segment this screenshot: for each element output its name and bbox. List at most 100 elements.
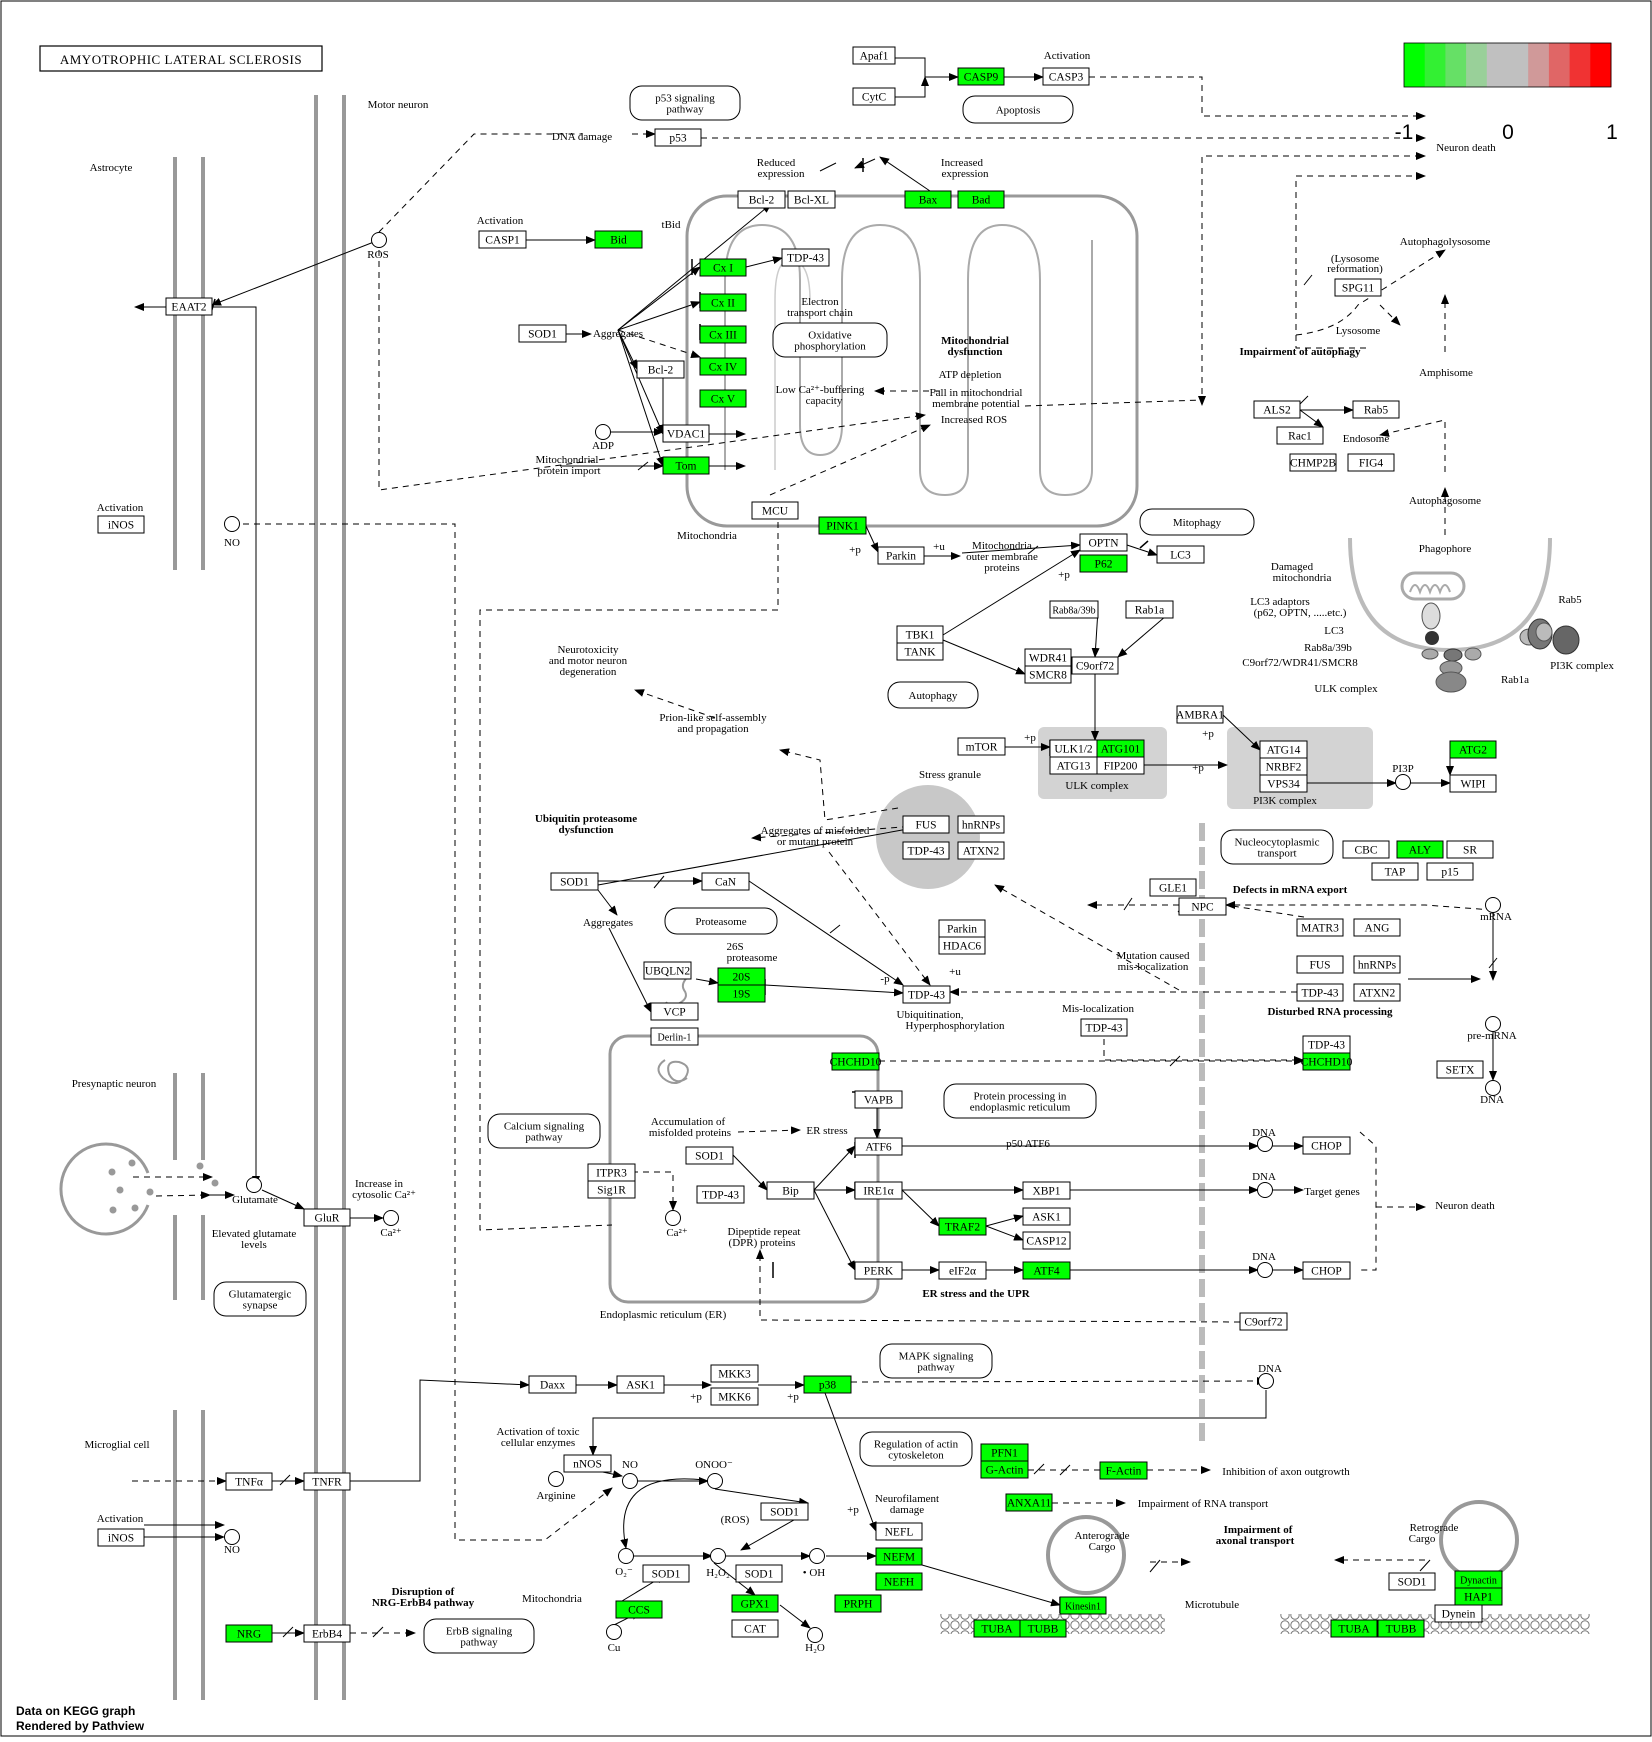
gene-setx[interactable]: SETX xyxy=(1436,1060,1484,1079)
gene-box[interactable] xyxy=(980,1460,1029,1479)
gene-box[interactable] xyxy=(902,815,950,834)
gene-box[interactable] xyxy=(938,1217,987,1236)
gene-box[interactable] xyxy=(938,936,986,955)
gene-tdp43b[interactable]: TDP-43 xyxy=(902,841,950,860)
gene-box[interactable] xyxy=(735,1564,783,1583)
gene-box[interactable] xyxy=(1334,278,1382,297)
gene-box[interactable] xyxy=(834,1594,882,1613)
gene-box[interactable] xyxy=(896,642,944,661)
gene-box[interactable] xyxy=(1330,1619,1378,1638)
gene-bcl2b[interactable]: Bcl-2 xyxy=(636,360,685,379)
gene-tap[interactable]: TAP xyxy=(1371,862,1419,881)
gene-sod1a[interactable]: SOD1 xyxy=(518,324,567,343)
pathway-link-box[interactable] xyxy=(213,1281,307,1317)
gene-box[interactable] xyxy=(957,67,1005,86)
gene-box[interactable] xyxy=(877,546,925,565)
gene-spg11[interactable]: SPG11 xyxy=(1334,278,1382,297)
gene-atf4[interactable]: ATF4 xyxy=(1022,1261,1071,1280)
gene-eaat2[interactable]: EAAT2 xyxy=(165,297,213,316)
gene-eif2a[interactable]: eIF2α xyxy=(938,1261,987,1280)
compound-o2[interactable] xyxy=(618,1548,634,1564)
gene-daxx[interactable]: Daxx xyxy=(528,1375,577,1394)
pathway-link-box[interactable] xyxy=(1139,508,1255,536)
gene-casp12[interactable]: CASP12 xyxy=(1022,1231,1071,1250)
compound-mrna[interactable] xyxy=(1485,897,1501,913)
gene-box[interactable] xyxy=(731,1594,779,1613)
gene-box[interactable] xyxy=(1434,1604,1483,1623)
gene-parkin1[interactable]: Parkin xyxy=(877,546,925,565)
gene-box[interactable] xyxy=(854,1181,903,1200)
gene-bclxl[interactable]: Bcl-XL xyxy=(787,190,836,209)
gene-sod1b[interactable]: SOD1 xyxy=(550,872,599,891)
gene-nefh[interactable]: NEFH xyxy=(875,1572,923,1591)
gene-box[interactable] xyxy=(766,1181,815,1200)
gene-dynactin[interactable]: Dynactin xyxy=(1454,1570,1503,1589)
pathway-link-box[interactable] xyxy=(879,1343,993,1379)
gene-nrbf2[interactable]: NRBF2 xyxy=(1259,757,1308,776)
gene-box[interactable] xyxy=(902,841,950,860)
gene-tdp43g[interactable]: TDP-43 xyxy=(696,1185,745,1204)
gene-box[interactable] xyxy=(1449,774,1497,793)
gene-pfn1[interactable]: PFN1 xyxy=(980,1443,1029,1462)
gene-matr3[interactable]: MATR3 xyxy=(1296,918,1344,937)
gene-box[interactable] xyxy=(1296,955,1344,974)
gene-nefl[interactable]: NEFL xyxy=(875,1522,923,1541)
gene-cytc[interactable]: CytC xyxy=(852,87,896,106)
gene-box[interactable] xyxy=(1059,1596,1107,1615)
gene-box[interactable] xyxy=(710,1364,759,1383)
pathway-link-box[interactable] xyxy=(1220,829,1334,865)
pathway-link[interactable]: Autophagy xyxy=(887,681,979,709)
compound-no1[interactable] xyxy=(224,516,240,532)
gene-factin[interactable]: F-Actin xyxy=(1099,1461,1148,1480)
compound-no3[interactable] xyxy=(224,1529,240,1545)
gene-chmp2b[interactable]: CHMP2B xyxy=(1289,453,1337,472)
gene-nnos[interactable]: nNOS xyxy=(563,1454,612,1473)
gene-box[interactable] xyxy=(696,1185,745,1204)
gene-perk[interactable]: PERK xyxy=(854,1261,903,1280)
compound-dna5[interactable] xyxy=(1258,1373,1274,1389)
gene-inos1[interactable]: iNOS xyxy=(97,515,145,534)
gene-box[interactable] xyxy=(957,737,1006,756)
gene-box[interactable] xyxy=(1080,1018,1128,1037)
gene-cx3[interactable]: Cx III xyxy=(699,325,747,344)
gene-tuba2[interactable]: TUBA xyxy=(1330,1619,1378,1638)
gene-box[interactable] xyxy=(1371,862,1419,881)
gene-box[interactable] xyxy=(957,815,1005,834)
gene-hnrnps1[interactable]: hnRNPs xyxy=(957,815,1005,834)
gene-pink1[interactable]: PINK1 xyxy=(818,516,867,535)
pathway-link-box[interactable] xyxy=(629,85,741,121)
gene-gactin[interactable]: G-Actin xyxy=(980,1460,1029,1479)
gene-s20[interactable]: 20S xyxy=(717,967,766,986)
gene-box[interactable] xyxy=(518,324,567,343)
gene-atg101[interactable]: ATG101 xyxy=(1096,739,1145,758)
gene-sig1r[interactable]: Sig1R xyxy=(587,1180,636,1199)
gene-itpr3[interactable]: ITPR3 xyxy=(587,1163,636,1182)
gene-tdp43c[interactable]: TDP-43 xyxy=(1296,983,1344,1002)
gene-box[interactable] xyxy=(1388,1572,1436,1591)
gene-als2[interactable]: ALS2 xyxy=(1253,400,1301,419)
compound-ros[interactable] xyxy=(371,232,387,248)
gene-tdp43f[interactable]: TDP-43 xyxy=(1302,1035,1351,1054)
gene-ask1a[interactable]: ASK1 xyxy=(1022,1207,1071,1226)
gene-vdac1[interactable]: VDAC1 xyxy=(662,424,710,443)
gene-fig4[interactable]: FIG4 xyxy=(1347,453,1395,472)
gene-bcl2a[interactable]: Bcl-2 xyxy=(737,190,786,209)
gene-box[interactable] xyxy=(303,1208,351,1227)
gene-sod1e[interactable]: SOD1 xyxy=(642,1564,690,1583)
gene-sod1g[interactable]: SOD1 xyxy=(1388,1572,1436,1591)
gene-box[interactable] xyxy=(1296,983,1344,1002)
compound-premrna[interactable] xyxy=(1485,1016,1501,1032)
gene-nrg[interactable]: NRG xyxy=(225,1624,273,1643)
gene-box[interactable] xyxy=(616,1375,665,1394)
gene-wdr41[interactable]: WDR41 xyxy=(1024,648,1072,667)
gene-box[interactable] xyxy=(831,1052,880,1071)
gene-npc[interactable]: NPC xyxy=(1178,897,1227,916)
gene-box[interactable] xyxy=(904,190,952,209)
gene-rac1[interactable]: Rac1 xyxy=(1276,426,1324,445)
gene-box[interactable] xyxy=(1302,1136,1351,1155)
gene-cx4[interactable]: Cx IV xyxy=(699,357,747,376)
pathway-link-box[interactable] xyxy=(487,1113,601,1149)
gene-box[interactable] xyxy=(650,1002,699,1021)
